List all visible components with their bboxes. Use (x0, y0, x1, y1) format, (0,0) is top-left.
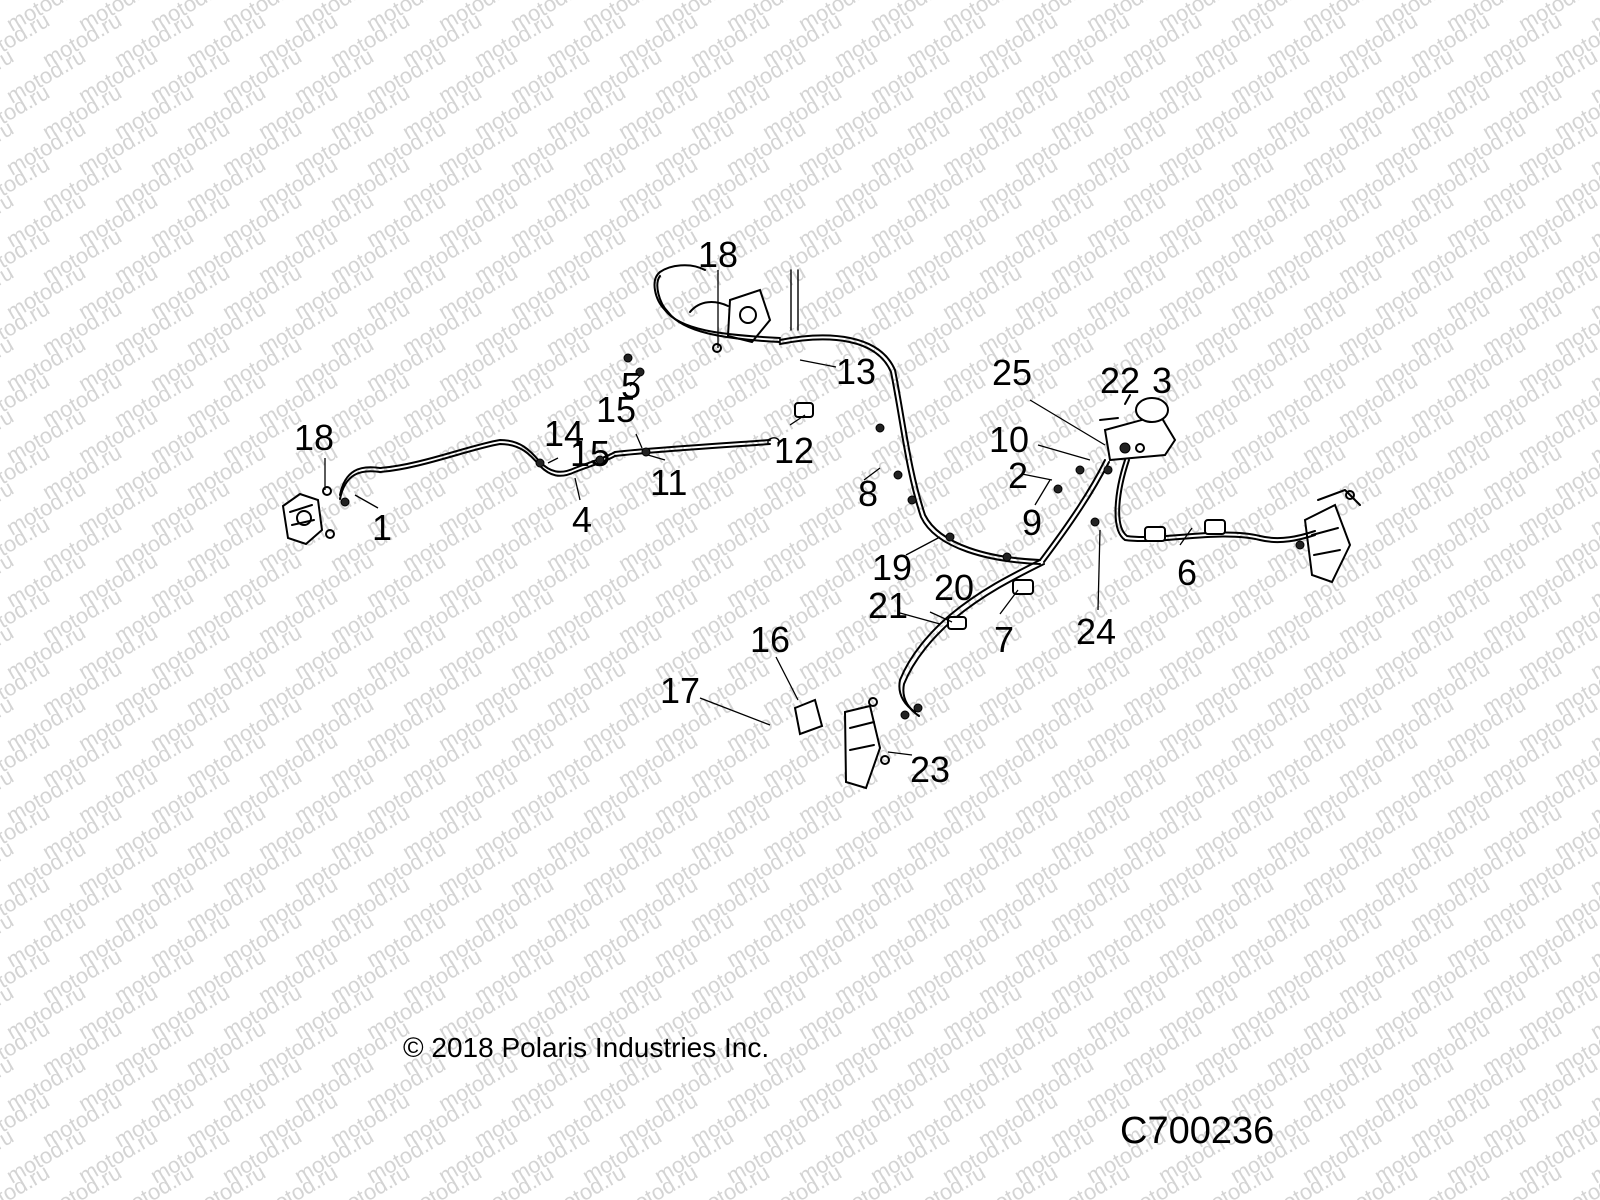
callout-3: 3 (1152, 360, 1172, 401)
callout-21: 21 (868, 585, 908, 626)
callout-15-lower: 15 (570, 433, 610, 474)
callout-10: 10 (989, 419, 1029, 460)
callout-12: 12 (774, 430, 814, 471)
callout-8: 8 (858, 473, 878, 514)
callout-22: 22 (1100, 360, 1140, 401)
callout-4: 4 (572, 499, 592, 540)
callout-18-top: 18 (698, 234, 738, 275)
callout-7: 7 (994, 619, 1014, 660)
callout-13: 13 (836, 351, 876, 392)
callout-17: 17 (660, 670, 700, 711)
callout-23: 23 (910, 749, 950, 790)
callout-16: 16 (750, 619, 790, 660)
callout-6: 6 (1177, 552, 1197, 593)
callout-18-left: 18 (294, 417, 334, 458)
callout-11: 11 (650, 462, 687, 503)
callout-15-upper: 15 (596, 389, 636, 430)
callout-19: 19 (872, 547, 912, 588)
master-cylinder (1099, 394, 1177, 462)
callout-9: 9 (1022, 502, 1042, 543)
callout-25: 25 (992, 352, 1032, 393)
drawing-number: C700236 (1120, 1110, 1275, 1152)
callout-20: 20 (934, 567, 974, 608)
copyright-notice: © 2018 Polaris Industries Inc. (403, 1032, 770, 1063)
callout-2: 2 (1008, 455, 1028, 496)
callout-1: 1 (372, 507, 392, 548)
callout-24: 24 (1076, 611, 1116, 652)
